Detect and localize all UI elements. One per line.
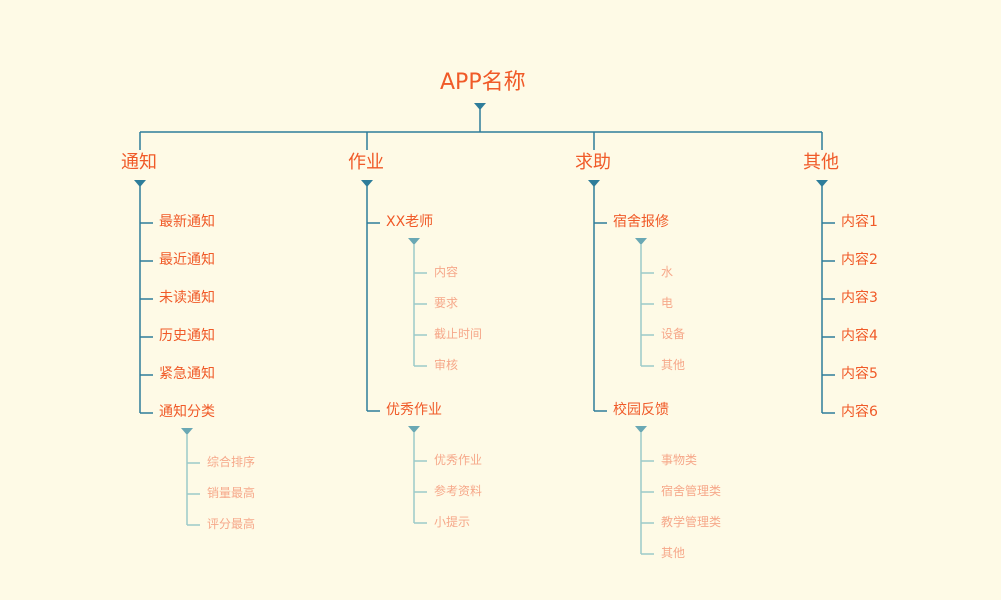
- root-title: APP名称: [440, 70, 526, 95]
- child-label[interactable]: 内容1: [841, 214, 878, 230]
- branch-label[interactable]: 求助: [575, 152, 611, 173]
- branch-label[interactable]: 其他: [803, 152, 839, 173]
- branch-arrow-icon: [588, 180, 600, 187]
- leaf-label[interactable]: 其他: [661, 358, 686, 372]
- sub-arrow-icon: [408, 238, 420, 245]
- leaf-label[interactable]: 截止时间: [434, 327, 483, 341]
- child-label[interactable]: 历史通知: [159, 328, 215, 344]
- leaf-label[interactable]: 教学管理类: [661, 515, 722, 529]
- child-label[interactable]: 内容2: [841, 252, 878, 268]
- leaf-label[interactable]: 内容: [434, 265, 459, 279]
- child-label[interactable]: 最近通知: [159, 252, 215, 268]
- root-arrow-icon: [474, 103, 486, 110]
- child-label[interactable]: 内容6: [841, 404, 878, 420]
- leaf-label[interactable]: 电: [661, 296, 674, 310]
- child-label[interactable]: 未读通知: [159, 290, 215, 306]
- leaf-label[interactable]: 参考资料: [434, 484, 483, 498]
- child-label[interactable]: 内容3: [841, 290, 878, 306]
- branch-arrow-icon: [361, 180, 373, 187]
- leaf-label[interactable]: 综合排序: [207, 455, 256, 469]
- leaf-label[interactable]: 审核: [434, 358, 459, 372]
- child-label[interactable]: 紧急通知: [159, 366, 215, 382]
- sub-arrow-icon: [635, 238, 647, 245]
- branch-arrow-icon: [134, 180, 146, 187]
- leaf-label[interactable]: 小提示: [434, 515, 471, 529]
- child-label[interactable]: 通知分类: [159, 404, 215, 420]
- child-label[interactable]: 内容5: [841, 366, 878, 382]
- sub-arrow-icon: [408, 426, 420, 433]
- child-label[interactable]: XX老师: [386, 214, 434, 230]
- leaf-label[interactable]: 其他: [661, 546, 686, 560]
- leaf-label[interactable]: 事物类: [661, 453, 698, 467]
- child-label[interactable]: 优秀作业: [386, 402, 442, 418]
- leaf-label[interactable]: 优秀作业: [434, 453, 483, 467]
- leaf-label[interactable]: 设备: [661, 327, 686, 341]
- leaf-label[interactable]: 销量最高: [207, 486, 256, 500]
- child-label[interactable]: 内容4: [841, 328, 878, 344]
- branch-label[interactable]: 作业: [348, 152, 384, 173]
- branch-arrow-icon: [816, 180, 828, 187]
- child-label[interactable]: 宿舍报修: [613, 214, 669, 230]
- sub-arrow-icon: [635, 426, 647, 433]
- child-label[interactable]: 最新通知: [159, 214, 215, 230]
- leaf-label[interactable]: 水: [661, 265, 674, 279]
- leaf-label[interactable]: 宿舍管理类: [661, 484, 722, 498]
- sub-arrow-icon: [181, 428, 193, 435]
- child-label[interactable]: 校园反馈: [613, 402, 669, 418]
- branch-label[interactable]: 通知: [121, 152, 157, 173]
- leaf-label[interactable]: 评分最高: [207, 517, 256, 531]
- leaf-label[interactable]: 要求: [434, 296, 459, 310]
